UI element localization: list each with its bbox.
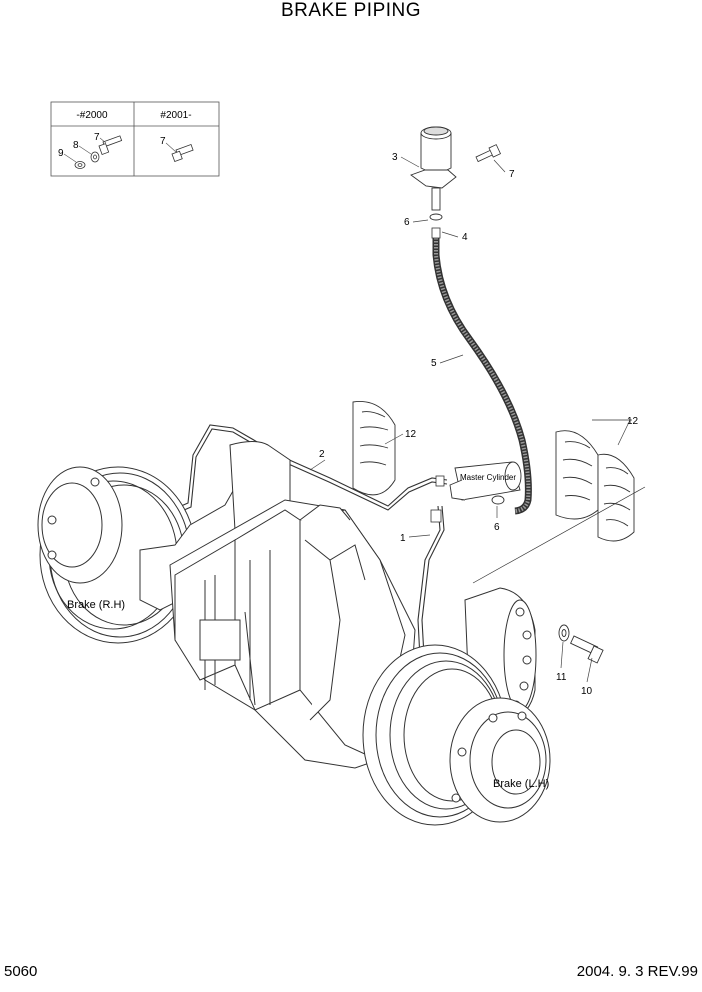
brake-rh-label: Brake (R.H) — [67, 599, 125, 611]
callout-2: 2 — [319, 449, 325, 460]
mount-bolt — [475, 144, 502, 163]
callout-1: 1 — [400, 533, 406, 544]
callout-5: 5 — [431, 358, 437, 369]
table-callout-9: 9 — [58, 148, 64, 159]
table-header-old: -#2000 — [76, 110, 108, 121]
table-bolt-icon — [98, 135, 123, 155]
brake-lh-drum — [362, 587, 551, 826]
table-lockwasher-icon — [90, 151, 100, 163]
page-title: BRAKE PIPING — [280, 0, 422, 21]
axle-mount-washer — [558, 624, 570, 642]
brake-pedal-bracket-left — [352, 401, 396, 496]
page-number: 5060 — [4, 963, 38, 980]
reservoir — [410, 126, 457, 221]
brake-line-pipe-1 — [417, 505, 445, 667]
callout-11: 11 — [556, 672, 567, 683]
master-cylinder-label: Master Cylinder — [460, 473, 516, 482]
table-washer-icon — [74, 161, 86, 169]
serial-number-table — [50, 101, 220, 177]
callout-10: 10 — [581, 686, 593, 697]
revision-stamp: 2004. 9. 3 REV.99 — [576, 963, 698, 980]
callout-6-top: 6 — [404, 217, 410, 228]
callout-6-bottom: 6 — [494, 522, 500, 533]
axle-mount-bolt — [570, 635, 604, 664]
brake-pedal-bracket-right — [555, 430, 635, 542]
table-callout-7b: 7 — [160, 136, 166, 147]
table-flange-bolt-icon — [171, 144, 194, 163]
leader-lines — [309, 156, 631, 683]
callout-7: 7 — [509, 169, 515, 180]
callout-4: 4 — [462, 232, 468, 243]
table-header-new: #2001- — [160, 110, 191, 121]
callout-12-right: 12 — [627, 416, 639, 427]
table-callout-7a: 7 — [94, 132, 100, 143]
fitting — [430, 509, 442, 523]
brake-hose — [432, 232, 532, 515]
fitting — [435, 475, 445, 487]
table-callout-8: 8 — [73, 140, 79, 151]
brake-lh-label: Brake (L.H) — [493, 778, 549, 790]
callout-3: 3 — [392, 152, 398, 163]
master-cylinder — [449, 461, 522, 505]
callout-12-left: 12 — [405, 429, 417, 440]
